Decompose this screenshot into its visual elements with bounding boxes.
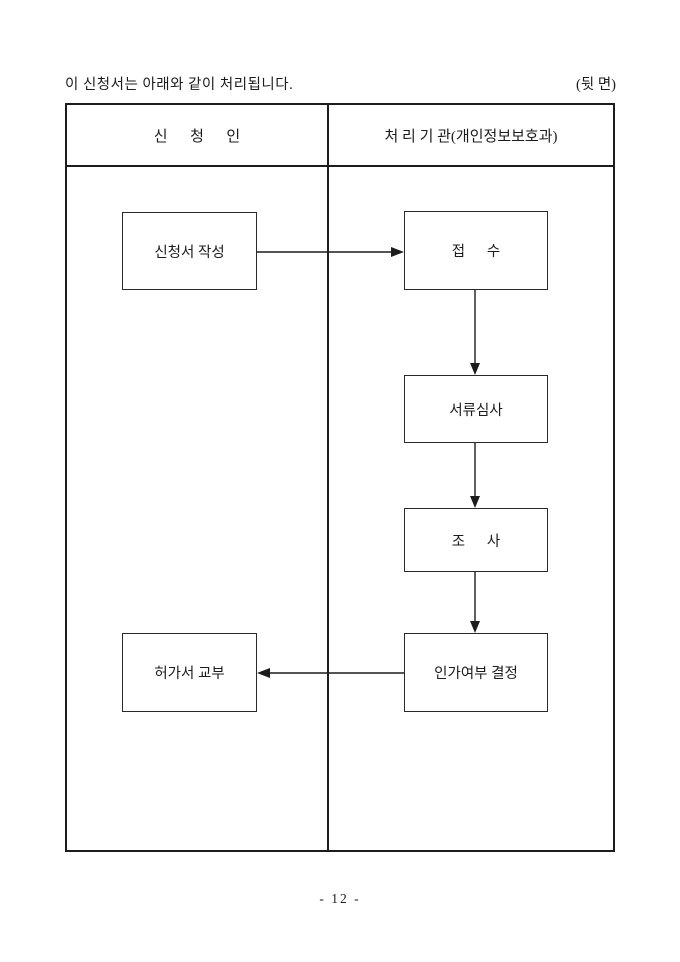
page-number: - 12 -: [319, 891, 361, 906]
flow-box-document-review: 서류심사: [404, 375, 548, 443]
flow-box-approval-decision: 인가여부 결정: [404, 633, 548, 712]
column-divider-line: [327, 105, 329, 850]
flow-box-issue-permit: 허가서 교부: [122, 633, 257, 712]
flow-box-investigation: 조 사: [404, 508, 548, 572]
header-divider-line: [67, 165, 613, 167]
intro-text: 이 신청서는 아래와 같이 처리됩니다.: [65, 77, 294, 93]
flow-box-receipt: 접 수: [404, 211, 548, 290]
flow-box-write-application: 신청서 작성: [122, 212, 257, 290]
back-side-label: (뒷 면): [576, 77, 616, 93]
column-header-agency: 처 리 기 관(개인정보보호과): [384, 128, 558, 145]
column-header-applicant: 신 청 인: [153, 128, 241, 145]
